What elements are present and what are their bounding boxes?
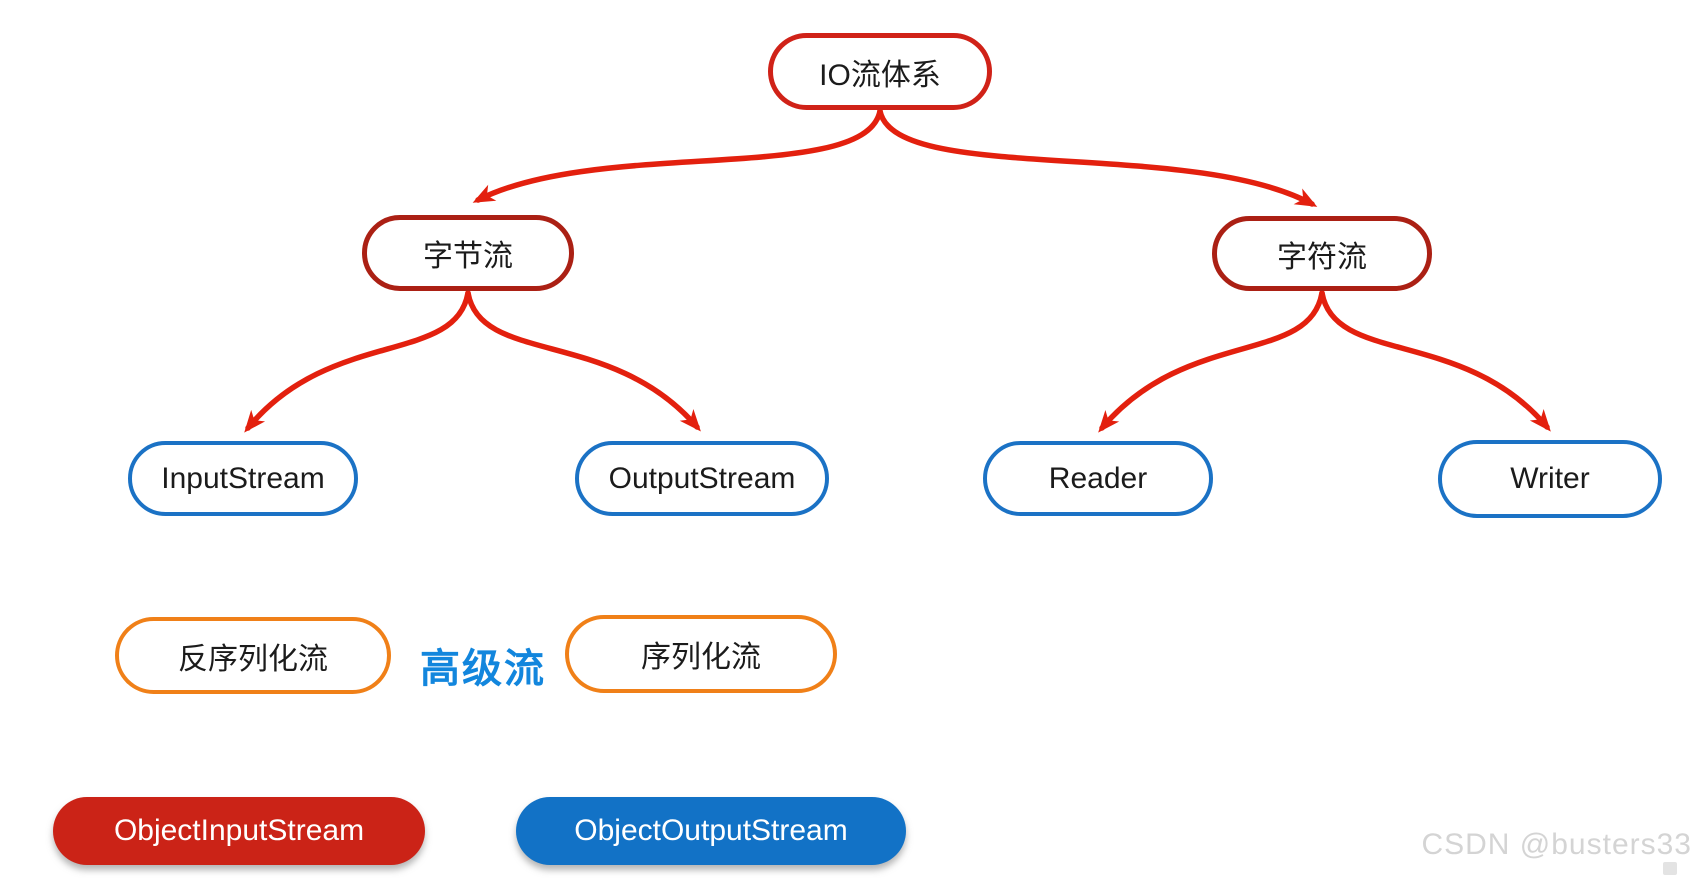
node-writer-label: Writer <box>1510 462 1590 495</box>
advanced-stream-label: 高级流 <box>420 647 546 691</box>
node-reader: Reader <box>983 441 1213 516</box>
watermark-logo-fragment <box>1663 862 1677 875</box>
node-object-output-stream-label: ObjectOutputStream <box>574 814 848 847</box>
edge-byte-output-stream <box>465 290 701 432</box>
node-object-input-stream: ObjectInputStream <box>53 797 425 865</box>
node-serialization-stream-label: 序列化流 <box>641 641 761 674</box>
node-deserialization-stream: 反序列化流 <box>115 617 391 694</box>
node-byte-stream-label: 字节流 <box>423 240 513 273</box>
edge-char-writer <box>1319 290 1551 432</box>
node-object-output-stream: ObjectOutputStream <box>516 797 906 865</box>
node-output-stream: OutputStream <box>575 441 829 516</box>
node-object-input-stream-label: ObjectInputStream <box>113 814 365 847</box>
node-writer: Writer <box>1438 440 1662 518</box>
node-input-stream: InputStream <box>128 441 358 516</box>
node-serialization-stream: 序列化流 <box>565 615 837 693</box>
node-deserialization-stream-label: 反序列化流 <box>178 642 328 676</box>
node-output-stream-label: OutputStream <box>608 461 796 495</box>
edge-byte-input-stream <box>244 290 471 433</box>
edge-root-char-stream <box>877 108 1318 207</box>
node-reader-label: Reader <box>1048 461 1148 495</box>
edge-char-reader <box>1098 290 1325 433</box>
edge-root-byte-stream <box>472 108 883 203</box>
node-char-stream: 字符流 <box>1212 216 1432 291</box>
node-input-stream-label: InputStream <box>161 461 325 495</box>
node-char-stream-label: 字符流 <box>1277 240 1367 274</box>
csdn-watermark: CSDN @busters33 <box>1421 828 1692 861</box>
node-byte-stream: 字节流 <box>362 215 574 291</box>
node-io-stream-system: IO流体系 <box>768 33 992 110</box>
node-io-stream-system-label: IO流体系 <box>819 58 941 92</box>
